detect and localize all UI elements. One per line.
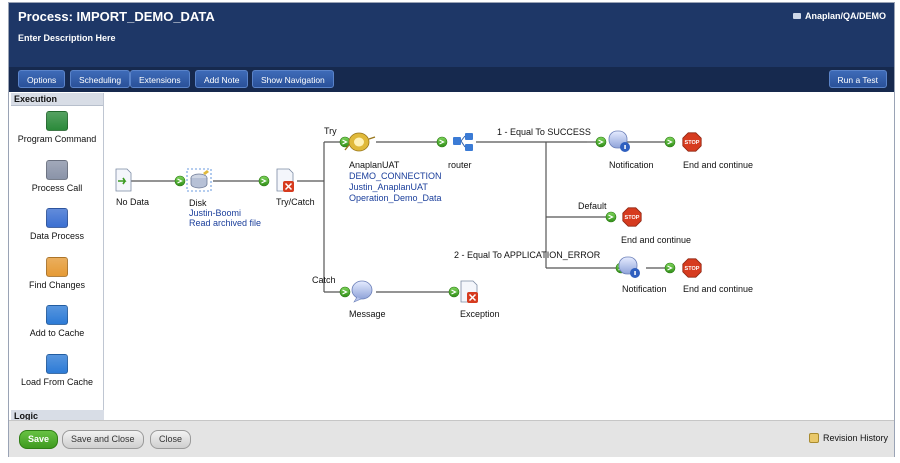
show-navigation-button[interactable]: Show Navigation <box>252 70 334 88</box>
toolbar: Options Scheduling Extensions Add Note S… <box>9 67 894 92</box>
palette-item-label: Add to Cache <box>29 328 85 338</box>
process-window: Process: IMPORT_DEMO_DATA Enter Descript… <box>8 2 895 457</box>
account-name: Anaplan/QA/DEMO <box>804 11 886 21</box>
route-success-label: 1 - Equal To SUCCESS <box>497 127 591 137</box>
connector-label: AnaplanUAT <box>349 160 400 170</box>
add-note-button[interactable]: Add Note <box>195 70 249 88</box>
stop-sign-text: STOP <box>625 215 640 221</box>
close-button[interactable]: Close <box>150 430 192 449</box>
stop-sign-icon[interactable]: STOP <box>622 207 642 227</box>
revision-history-icon <box>808 433 819 443</box>
connector-account-link[interactable]: Justin_AnaplanUAT <box>349 182 428 192</box>
trycatch-label: Try/Catch <box>276 197 315 207</box>
route-error-label: 2 - Equal To APPLICATION_ERROR <box>454 250 601 260</box>
end-label: End and continue <box>621 235 692 245</box>
connector-lines <box>130 141 666 293</box>
stop-sign-icon[interactable]: STOP <box>682 258 702 278</box>
exception-shape-icon[interactable] <box>460 280 478 303</box>
stop-shapes: STOP STOP STOP <box>622 132 702 278</box>
revision-history-link[interactable]: Revision History <box>808 433 888 443</box>
message-label: Message <box>349 309 386 319</box>
palette-item-label: Find Changes <box>28 279 86 290</box>
notification-shape-icon[interactable] <box>618 256 640 278</box>
revision-history-label: Revision History <box>822 433 888 443</box>
process-title[interactable]: Process: IMPORT_DEMO_DATA <box>18 9 215 24</box>
options-button[interactable]: Options <box>18 70 66 88</box>
shapes-icon <box>46 208 68 228</box>
disk-operation-link[interactable]: Read archived file <box>189 218 262 228</box>
palette-item-data-process[interactable]: Data Process <box>11 203 103 252</box>
cache-add-icon <box>46 305 68 325</box>
end-label: End and continue <box>683 284 754 294</box>
stop-sign-text: STOP <box>685 266 700 272</box>
palette-item-find-changes[interactable]: Find Changes <box>11 252 103 301</box>
start-shape-icon[interactable] <box>115 168 132 192</box>
disk-connection-link[interactable]: Justin-Boomi <box>189 208 242 218</box>
palette-item-load-from-cache[interactable]: Load From Cache <box>11 349 103 398</box>
stop-sign-icon[interactable]: STOP <box>682 132 702 152</box>
notification-shape-icon[interactable] <box>608 130 630 152</box>
route-default-label: Default <box>578 201 607 211</box>
extensions-button[interactable]: Extensions <box>130 70 190 88</box>
save-button[interactable]: Save <box>19 430 59 449</box>
disk-shape-icon[interactable] <box>186 168 212 192</box>
router-label: router <box>448 160 472 170</box>
terminal-icon <box>46 111 68 131</box>
palette-item-add-to-cache[interactable]: Add to Cache <box>11 300 103 349</box>
process-description[interactable]: Enter Description Here <box>18 33 116 43</box>
account-label[interactable]: Anaplan/QA/DEMO <box>792 11 886 21</box>
scheduling-button[interactable]: Scheduling <box>70 70 131 88</box>
exception-label: Exception <box>460 309 500 319</box>
gears-icon <box>46 159 68 180</box>
palette-item-label: Program Command <box>17 134 97 144</box>
cache-load-icon <box>46 353 68 374</box>
message-shape-icon[interactable] <box>351 280 373 303</box>
trycatch-shape-icon[interactable] <box>276 168 294 192</box>
palette-item-label: Process Call <box>31 182 83 193</box>
catch-path-label: Catch <box>312 275 336 285</box>
palette-item-program-command[interactable]: Program Command <box>11 106 103 155</box>
process-header: Process: IMPORT_DEMO_DATA Enter Descript… <box>9 3 894 67</box>
try-path-label: Try <box>324 126 337 136</box>
account-icon <box>792 13 801 19</box>
document-icon <box>46 256 68 277</box>
stop-sign-text: STOP <box>685 140 700 146</box>
connector-shape-icon[interactable] <box>344 132 376 152</box>
no-data-label: No Data <box>116 197 150 207</box>
connector-operation-link[interactable]: Operation_Demo_Data <box>349 193 442 203</box>
notification-label: Notification <box>622 284 667 294</box>
palette-section-execution[interactable]: Execution <box>11 93 103 106</box>
arrow-icons <box>174 136 676 298</box>
run-test-button[interactable]: Run a Test <box>828 70 887 88</box>
footer-bar: Save Save and Close Close Revision Histo… <box>9 420 894 457</box>
notification-label: Notification <box>609 160 654 170</box>
process-canvas[interactable]: STOP STOP STOP No Data Disk Justin-Boomi R… <box>105 93 894 420</box>
end-label: End and continue <box>683 160 754 170</box>
flow-connections: STOP STOP STOP <box>115 130 702 303</box>
connector-connection-link[interactable]: DEMO_CONNECTION <box>349 171 442 181</box>
palette-item-label: Load From Cache <box>20 376 94 387</box>
palette-item-label: Data Process <box>29 231 85 241</box>
disk-label: Disk <box>189 198 207 208</box>
save-and-close-button[interactable]: Save and Close <box>62 430 144 449</box>
router-shape-icon[interactable] <box>453 133 473 151</box>
palette-item-process-call[interactable]: Process Call <box>11 155 103 204</box>
